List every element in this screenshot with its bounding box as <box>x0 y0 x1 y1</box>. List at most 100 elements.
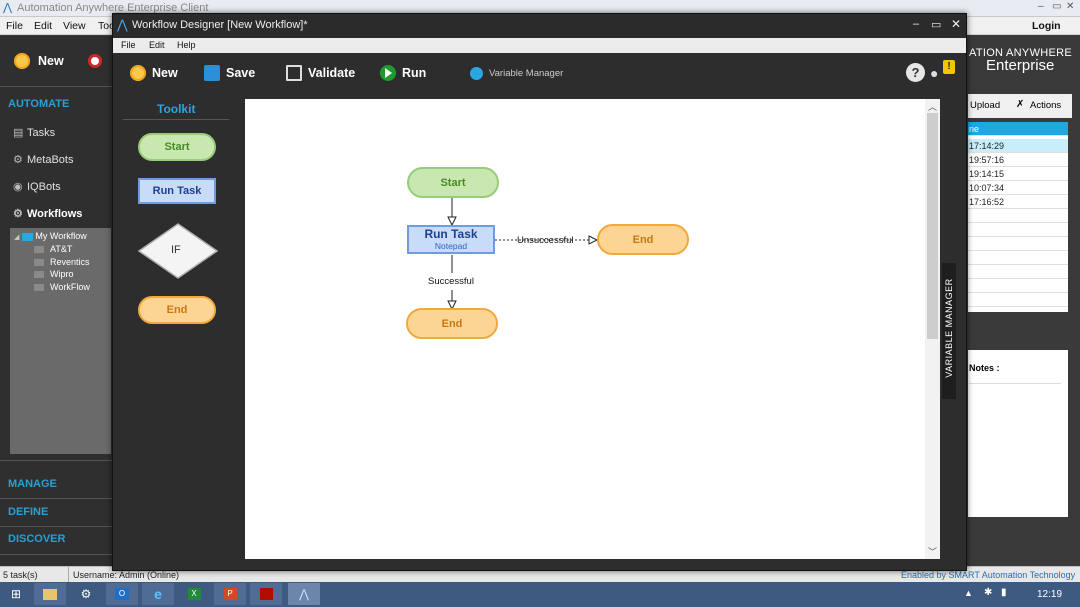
app-new-button[interactable]: New <box>14 53 64 69</box>
app-new-label: New <box>38 54 64 68</box>
tree-root[interactable]: ◢ My Workflow <box>14 231 87 241</box>
menu-tools[interactable]: Too <box>98 20 115 32</box>
windows-start-icon[interactable]: ⊞ <box>10 587 22 601</box>
variable-manager-icon <box>470 67 483 80</box>
designer-close-icon[interactable]: ✕ <box>951 17 962 31</box>
play-icon <box>380 65 396 81</box>
new-button-label: New <box>152 66 178 80</box>
tree-item-label: Reventics <box>50 257 90 267</box>
actions-button[interactable]: Actions <box>1030 100 1062 111</box>
canvas-run-task-node[interactable]: Run Task Notepad <box>407 225 495 254</box>
status-username: Username: Admin (Online) <box>73 570 180 580</box>
canvas-vertical-scrollbar[interactable]: ︿ ﹀ <box>925 99 940 559</box>
nav-discover[interactable]: DISCOVER <box>8 533 66 545</box>
designer-menu-file[interactable]: File <box>121 40 136 50</box>
canvas-start-node[interactable]: Start <box>407 167 499 198</box>
close-icon[interactable]: ✕ <box>1066 1 1075 12</box>
variable-manager-button[interactable]: Variable Manager <box>470 67 563 80</box>
nav-workflows[interactable]: ⚙Workflows <box>13 207 82 220</box>
workflow-designer-window: ⋀ Workflow Designer [New Workflow]* – ▭ … <box>112 13 967 571</box>
designer-toolbar: New Save Validate Run Variable Manager ?… <box>113 53 966 97</box>
canvas-end-node-bottom[interactable]: End <box>406 308 498 339</box>
variable-manager-tab-label: VARIABLE MANAGER <box>944 278 954 378</box>
maximize-icon[interactable]: ▭ <box>1052 1 1062 12</box>
list-item[interactable]: 10:07:34 <box>968 181 1068 195</box>
nav-iqbots[interactable]: ◉ IQBots <box>13 180 61 193</box>
iqbots-icon: ◉ <box>13 181 23 193</box>
app-logo-icon: ⋀ <box>3 2 13 14</box>
help-icon[interactable]: ? <box>906 63 925 82</box>
workflow-canvas[interactable]: Start Run Task Notepad Unsuccessful Succ… <box>245 99 940 559</box>
nav-tasks[interactable]: ▤Tasks <box>13 126 55 139</box>
nav-iqbots-label: IQBots <box>27 181 61 193</box>
status-task-count: 5 task(s) <box>3 570 38 580</box>
list-header[interactable]: ne <box>968 122 1068 136</box>
list-item[interactable]: 19:14:15 <box>968 167 1068 181</box>
brand-line2: Enterprise <box>986 57 1055 74</box>
acrobat-icon[interactable] <box>250 583 282 605</box>
scroll-down-icon[interactable]: ﹀ <box>928 547 938 557</box>
app-settings-icon[interactable]: ⚙ <box>80 587 92 601</box>
app-title: Automation Anywhere Enterprise Client <box>17 2 209 14</box>
tree-item-label: WorkFlow <box>50 282 90 292</box>
tree-item[interactable]: Wipro <box>34 269 74 279</box>
list-item[interactable]: 17:14:29 <box>968 139 1068 153</box>
new-button[interactable]: New <box>130 65 178 81</box>
save-button[interactable]: Save <box>204 65 255 81</box>
menu-view[interactable]: View <box>63 20 86 32</box>
outlook-icon[interactable]: O <box>106 583 138 605</box>
tray-chevron-icon[interactable]: ▲ <box>964 588 973 598</box>
record-icon[interactable] <box>88 54 102 68</box>
workflows-icon: ⚙ <box>13 208 23 220</box>
minimize-icon[interactable]: – <box>1038 1 1044 12</box>
brand-line1: ATION ANYWHERE <box>969 47 1073 59</box>
canvas-end-node-right[interactable]: End <box>597 224 689 255</box>
designer-menu-help[interactable]: Help <box>177 40 196 50</box>
tree-item[interactable]: WorkFlow <box>34 282 90 292</box>
workflow-connectors <box>447 197 599 311</box>
designer-minimize-icon[interactable]: – <box>913 18 920 30</box>
scrollbar-thumb[interactable] <box>927 113 938 339</box>
status-enabled: Enabled by SMART Automation Technology <box>901 570 1076 580</box>
validate-button[interactable]: Validate <box>286 65 355 81</box>
excel-icon[interactable]: X <box>178 583 210 605</box>
tree-item[interactable]: Reventics <box>34 257 90 267</box>
unsuccessful-label: Unsuccessful <box>517 235 574 246</box>
metabots-icon: ⚙ <box>13 154 23 166</box>
toolkit-if-shape[interactable]: IF <box>137 223 219 279</box>
nav-define[interactable]: DEFINE <box>8 506 49 518</box>
clock[interactable]: 12:19 <box>1037 589 1063 600</box>
validate-button-label: Validate <box>308 66 356 80</box>
menu-file[interactable]: File <box>6 20 23 32</box>
upload-button[interactable]: Upload <box>970 100 1001 111</box>
automation-anywhere-icon[interactable]: ⋀ <box>288 583 320 605</box>
user-icon[interactable]: ● <box>930 65 939 81</box>
list-item[interactable]: 19:57:16 <box>968 153 1068 167</box>
menu-edit[interactable]: Edit <box>34 20 53 32</box>
file-explorer-icon[interactable] <box>34 583 66 605</box>
run-button[interactable]: Run <box>380 65 426 81</box>
designer-maximize-icon[interactable]: ▭ <box>931 19 942 31</box>
toolkit-heading: Toolkit <box>157 102 196 116</box>
powerpoint-icon[interactable]: P <box>214 583 246 605</box>
toolkit-end-shape[interactable]: End <box>138 296 216 324</box>
variable-manager-label: Variable Manager <box>489 68 564 79</box>
signal-icon[interactable]: ▮ <box>1001 587 1007 598</box>
nav-automate[interactable]: AUTOMATE <box>8 98 70 110</box>
right-toolbar: Upload ✗ Actions <box>968 94 1072 118</box>
nav-manage[interactable]: MANAGE <box>8 478 57 490</box>
variable-manager-tab[interactable]: VARIABLE MANAGER <box>942 263 956 399</box>
designer-menu-edit[interactable]: Edit <box>149 40 165 50</box>
designer-title: Workflow Designer [New Workflow]* <box>132 19 308 31</box>
alert-icon[interactable]: ! <box>943 60 955 74</box>
login-link[interactable]: Login <box>1032 20 1061 32</box>
toolkit-start-shape[interactable]: Start <box>138 133 216 161</box>
toolkit-run-task-shape[interactable]: Run Task <box>138 178 216 204</box>
internet-explorer-icon[interactable]: e <box>142 583 174 605</box>
list-item[interactable]: 17:16:52 <box>968 195 1068 209</box>
designer-title-bar: ⋀ Workflow Designer [New Workflow]* – ▭ … <box>113 14 966 38</box>
nav-metabots[interactable]: ⚙MetaBots <box>13 153 73 166</box>
tree-item[interactable]: AT&T <box>34 244 72 254</box>
bluetooth-icon[interactable]: ✱ <box>984 587 993 598</box>
scroll-up-icon[interactable]: ︿ <box>928 102 938 112</box>
